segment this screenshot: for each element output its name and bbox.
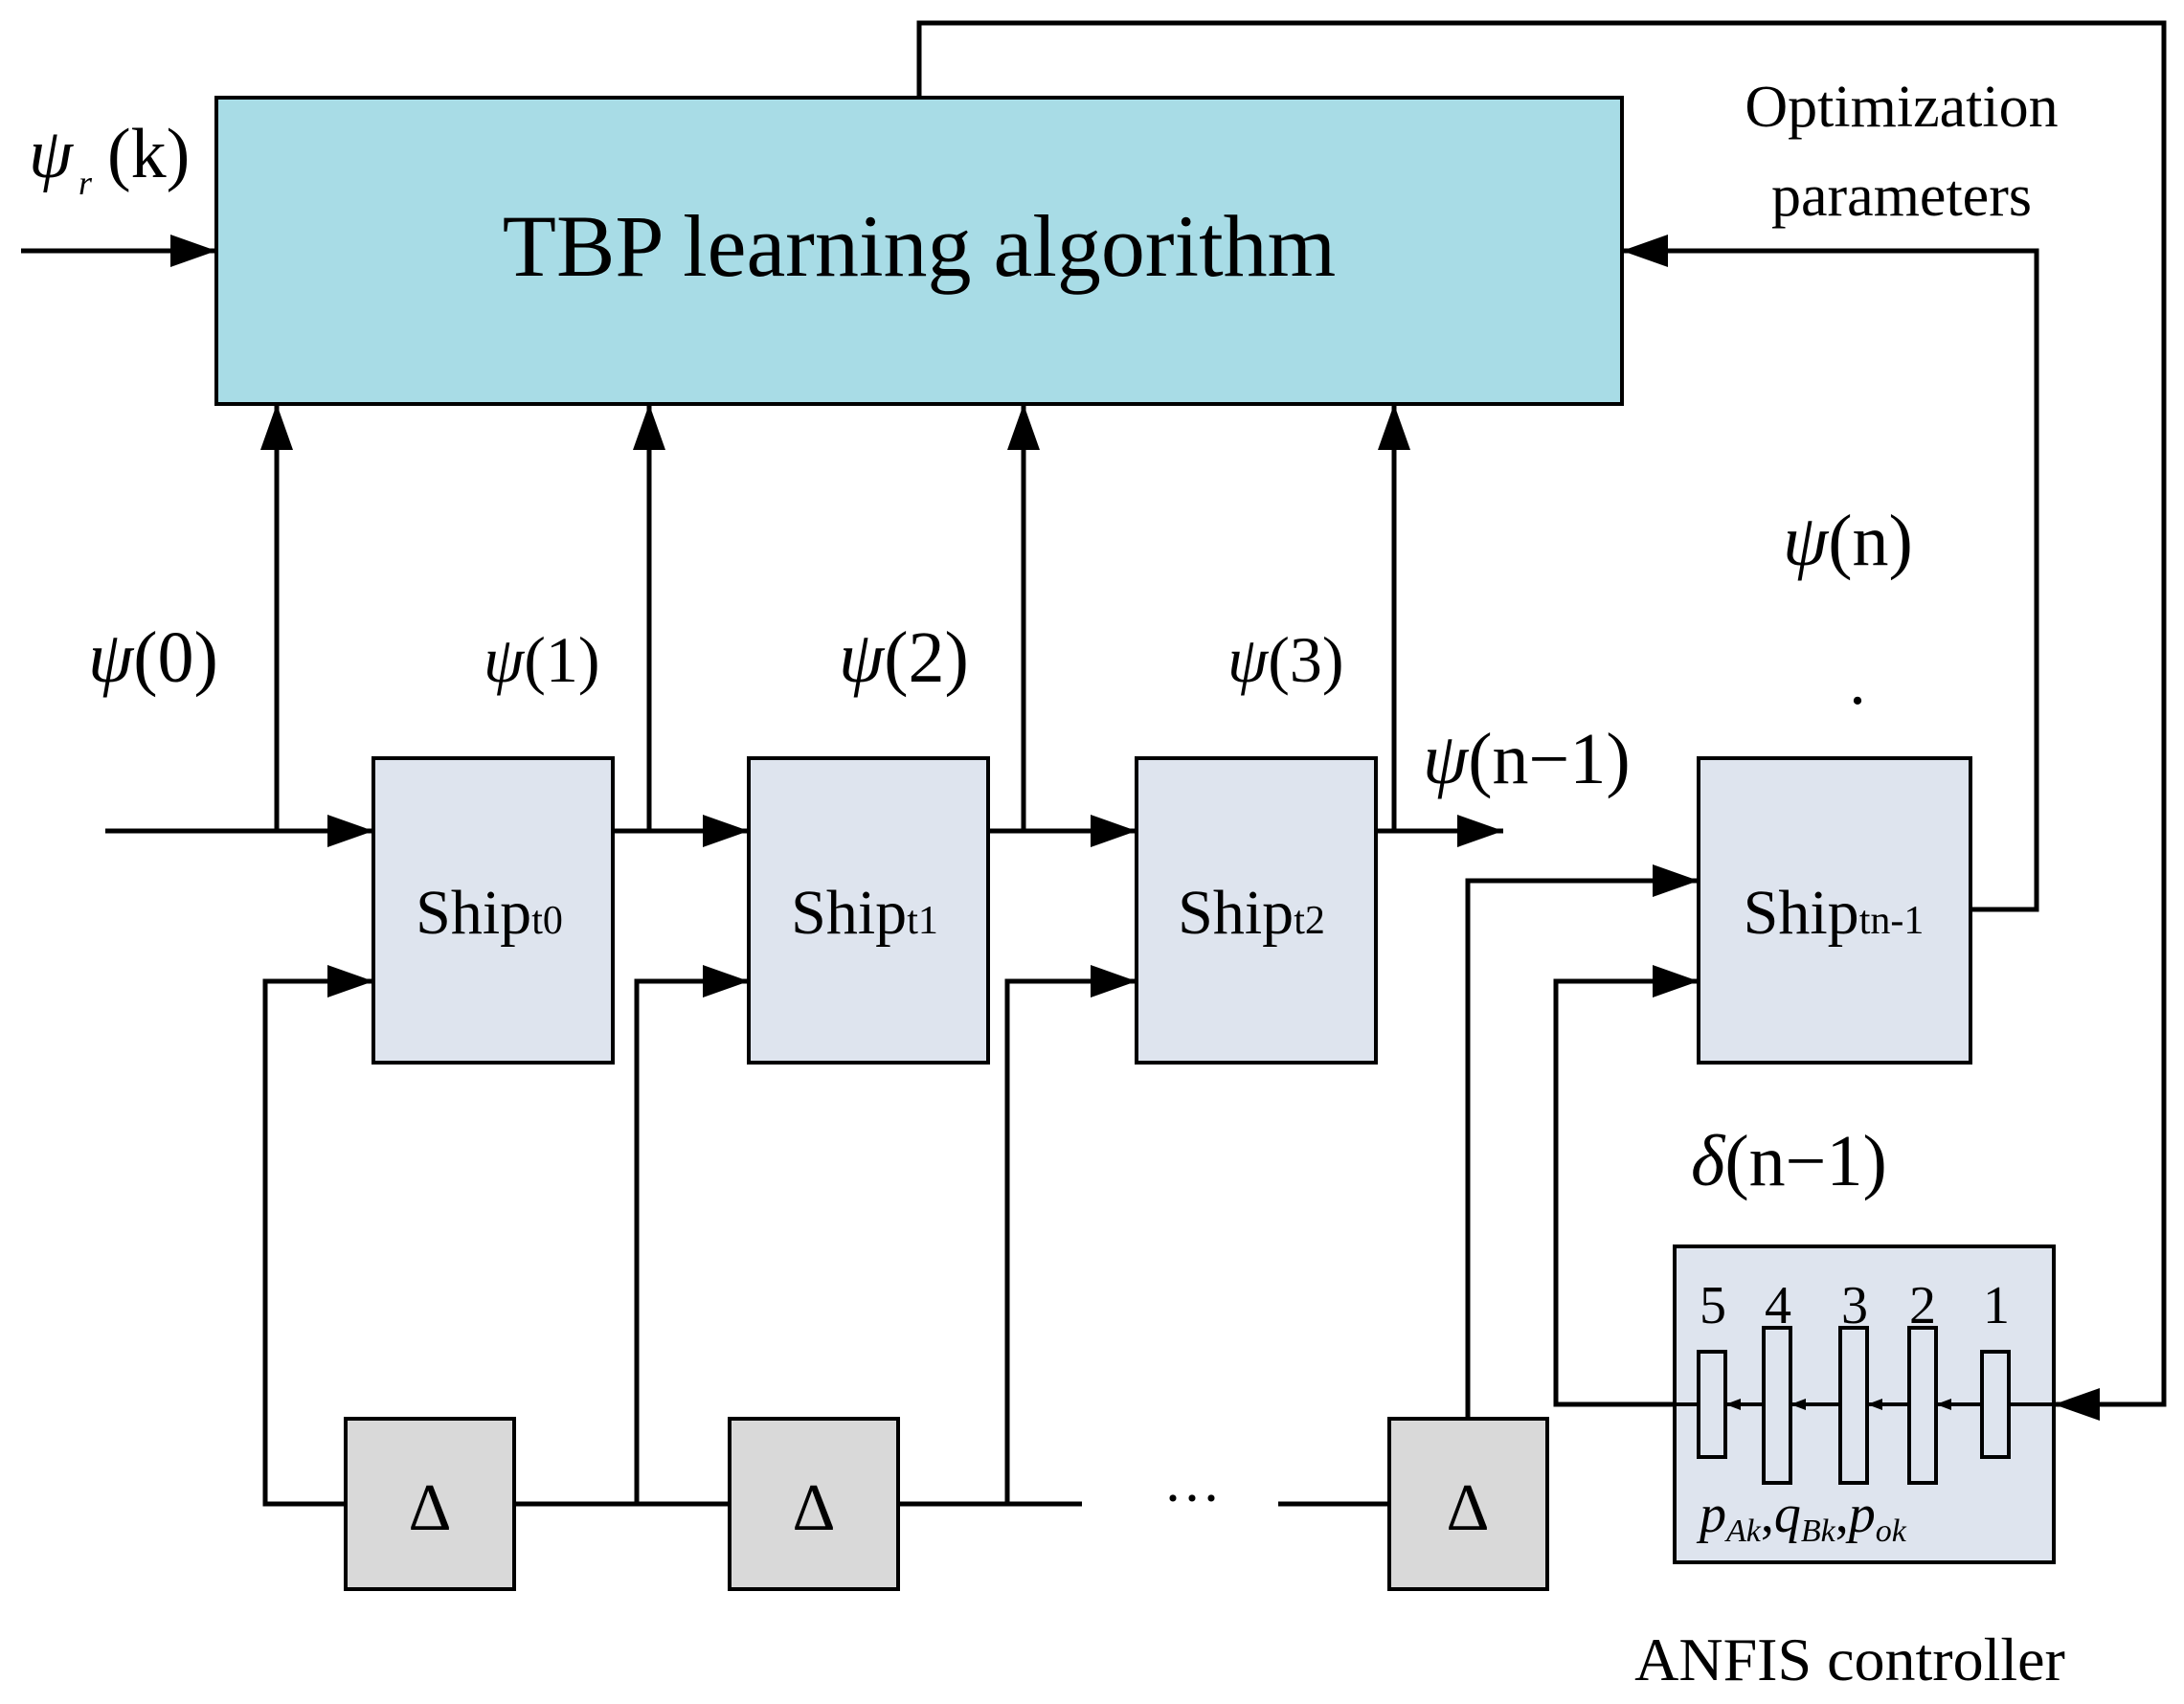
- ship-subscript: t0: [531, 899, 563, 943]
- svg-text:Shipt0: Shipt0: [416, 878, 563, 948]
- delay-block-1: Δ: [344, 1417, 516, 1591]
- feedback-to-ship-t2: [1004, 965, 1137, 1504]
- optimization-label-line2: parameters: [1771, 164, 2032, 229]
- layer-4-bar: [1762, 1326, 1792, 1485]
- delta-argument: (n−1): [1724, 1121, 1886, 1201]
- param-p-sub: Ak: [1724, 1513, 1762, 1549]
- ship-label: Ship: [791, 878, 907, 948]
- layer-number: 1: [1983, 1276, 2010, 1335]
- layer-number: 4: [1765, 1276, 1791, 1335]
- param-p2-sub: ok: [1876, 1513, 1907, 1549]
- state-label-psi-n-minus-1: ψ(n−1): [1423, 719, 1631, 799]
- param-q: q: [1774, 1485, 1801, 1544]
- svg-text:Shiptn-1: Shiptn-1: [1744, 878, 1925, 948]
- psi-argument: (0): [133, 617, 218, 698]
- ship-subscript: t2: [1294, 899, 1325, 943]
- delta-symbol: Δ: [792, 1471, 835, 1545]
- psi-symbol: ψ: [88, 617, 135, 698]
- delta-symbol: Δ: [1446, 1471, 1489, 1545]
- ship-label: Ship: [416, 878, 531, 948]
- feedback-to-ship-t1: [634, 965, 749, 1504]
- ship-label: Ship: [1178, 878, 1294, 948]
- chain-ellipsis: ···: [1163, 1467, 1221, 1530]
- layer-3-bar: [1838, 1326, 1869, 1485]
- tbp-algorithm-block: [214, 96, 1624, 406]
- ship-label: Ship: [1744, 878, 1859, 948]
- rudder-label: δ(n−1): [1691, 1121, 1887, 1201]
- psi-symbol: ψ: [1783, 501, 1830, 581]
- feedback-line-to-anfis: [916, 20, 2167, 1421]
- anfis-parameters: pAk,qBk,pok: [1696, 1485, 1907, 1549]
- anfis-output-line: [1553, 965, 1699, 1407]
- anfis-caption: ANFIS controller: [1634, 1626, 2065, 1693]
- ship-block-t2: Shipt2: [1135, 756, 1378, 1065]
- param-p: p: [1696, 1485, 1726, 1544]
- reference-input-label: ψ r (k): [29, 115, 190, 202]
- psi-subscript: r: [79, 164, 93, 202]
- optimization-label-line1: Optimization: [1745, 75, 2058, 140]
- psi-argument: (k): [107, 115, 190, 193]
- psi-argument: (1): [524, 623, 599, 696]
- ship-block-t0: Shipt0: [372, 756, 615, 1065]
- state-label-psi3: ψ(3): [1227, 623, 1344, 696]
- psi-symbol: ψ: [484, 623, 526, 696]
- psi-symbol: ψ: [29, 115, 75, 193]
- psi-symbol: ψ: [1423, 719, 1470, 799]
- layer-number: 2: [1909, 1276, 1936, 1335]
- optimization-feedback-line: [1622, 235, 2039, 912]
- continuation-dot: .: [1849, 645, 1866, 719]
- layer-1-bar: [1980, 1350, 2011, 1459]
- state-label-psi-n: ψ(n): [1783, 501, 1913, 581]
- ship-block-tn-1: Shiptn-1: [1697, 756, 1972, 1065]
- param-q-sub: Bk: [1801, 1513, 1836, 1549]
- ship-subscript: tn-1: [1859, 899, 1925, 943]
- param-p2: p: [1845, 1485, 1876, 1544]
- feedback-to-ship-t0: [262, 965, 373, 1507]
- state-label-psi0: ψ(0): [88, 617, 218, 698]
- delay-block-2: Δ: [728, 1417, 900, 1591]
- layer-2-bar: [1907, 1326, 1938, 1485]
- psi-symbol: ψ: [839, 617, 886, 698]
- layer-number: 5: [1700, 1276, 1726, 1335]
- psi-argument: (3): [1268, 623, 1343, 696]
- layer-number: 3: [1841, 1276, 1868, 1335]
- svg-text:Shipt1: Shipt1: [791, 878, 938, 948]
- ship-subscript: t1: [907, 899, 938, 943]
- svg-text:Shipt2: Shipt2: [1178, 878, 1325, 948]
- psi-argument: (n−1): [1468, 719, 1630, 799]
- psi-argument: (n): [1828, 501, 1913, 581]
- delay-block-3: Δ: [1387, 1417, 1549, 1591]
- anfis-controller: 5 4 3 2 1 pAk,qBk,pok: [1673, 1244, 2056, 1564]
- delta-symbol: Δ: [408, 1471, 451, 1545]
- state-label-psi2: ψ(2): [839, 617, 969, 698]
- delta-symbol: δ: [1691, 1121, 1726, 1201]
- psi-argument: (2): [884, 617, 969, 698]
- layer-5-bar: [1697, 1350, 1727, 1459]
- psi-symbol: ψ: [1227, 623, 1270, 696]
- ship-block-t1: Shipt1: [747, 756, 990, 1065]
- tbp-algorithm-label: TBP learning algorithm: [503, 197, 1336, 295]
- state-label-psi1: ψ(1): [484, 623, 600, 696]
- delay-to-ship-tn-1: [1465, 864, 1699, 1419]
